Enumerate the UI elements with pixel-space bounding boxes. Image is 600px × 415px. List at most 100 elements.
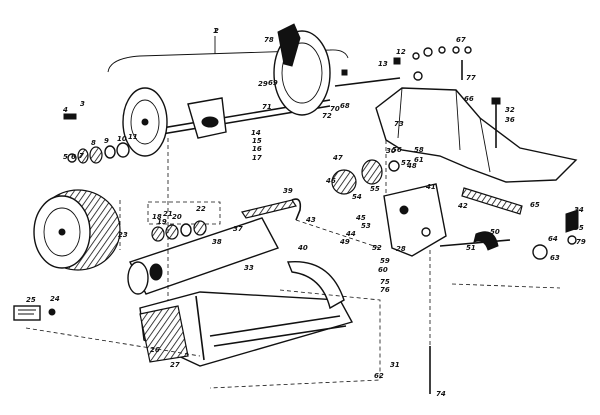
callout-label-53: 53	[361, 222, 371, 230]
callout-label-23: 23	[118, 231, 128, 239]
callout-label-68: 68	[340, 102, 350, 110]
callout-label-40: 40	[298, 244, 308, 252]
callout-label-21: 21	[163, 210, 173, 218]
callout-label-16: 16	[252, 145, 262, 153]
callout-label-38: 38	[212, 238, 222, 246]
callout-label-6: 6	[71, 153, 76, 161]
callout-label-24: 24	[50, 295, 60, 303]
callout-label-7: 7	[79, 152, 84, 160]
callout-label-60: 60	[378, 266, 388, 274]
callout-label-55: 55	[370, 185, 380, 193]
callout-label-42: 42	[458, 202, 468, 210]
callout-label-37: 37	[233, 225, 243, 233]
callout-label-12: 12	[396, 48, 406, 56]
callout-label-51: 51	[466, 244, 476, 252]
callout-label-45: 45	[356, 214, 366, 222]
callout-label-59: 59	[380, 257, 390, 265]
callout-label-3: 3	[80, 100, 85, 108]
callout-label-36: 36	[505, 116, 515, 124]
callout-label-74: 74	[436, 390, 446, 398]
callout-label-65: 65	[530, 201, 540, 209]
callout-label-49: 49	[340, 238, 350, 246]
left-wheel-disc	[122, 87, 168, 157]
assembly-bracket	[107, 36, 349, 73]
callout-label-20: 20	[172, 213, 182, 221]
callout-label-11: 11	[128, 133, 138, 141]
drive-chain-left	[241, 198, 302, 221]
right-housing-cover	[375, 87, 578, 183]
name-plate	[13, 305, 56, 321]
callout-label-76: 76	[380, 286, 390, 294]
callout-label-18: 18	[152, 213, 162, 221]
callout-label-56: 56	[392, 146, 402, 154]
callout-label-48: 48	[407, 162, 417, 170]
gear-cluster-left	[147, 201, 221, 242]
callout-label-46: 46	[326, 177, 336, 185]
callout-label-15: 15	[252, 137, 262, 145]
callout-label-71: 71	[262, 103, 272, 111]
callout-label-73: 73	[394, 120, 404, 128]
callout-label-30: 30	[386, 147, 396, 155]
callout-label-2: 2	[214, 27, 219, 35]
shaft-bracket	[187, 97, 227, 139]
callout-label-78: 78	[264, 36, 274, 44]
callout-label-32: 32	[505, 106, 515, 114]
callout-label-58: 58	[414, 146, 424, 154]
gear-pair	[331, 159, 400, 195]
callout-label-8: 8	[91, 139, 96, 147]
callout-label-61: 61	[414, 156, 424, 164]
callout-label-22: 22	[196, 205, 206, 213]
callout-label-44: 44	[346, 230, 356, 238]
leader-lines	[25, 138, 561, 389]
gear-housing-plate	[383, 183, 447, 257]
callout-label-43: 43	[306, 216, 316, 224]
callout-label-79: 79	[576, 238, 586, 246]
callout-label-17: 17	[252, 154, 262, 162]
callout-label-29: 29	[258, 80, 268, 88]
callout-label-41: 41	[426, 183, 436, 191]
callout-label-31: 31	[390, 361, 400, 369]
callout-label-39: 39	[283, 187, 293, 195]
callout-label-14: 14	[251, 129, 261, 137]
roller-drum	[33, 189, 121, 271]
callout-label-57: 57	[401, 159, 411, 167]
callout-label-5: 5	[63, 153, 68, 161]
callout-label-34: 34	[574, 206, 584, 214]
drive-chain-right	[461, 187, 523, 215]
reel-cylinder	[127, 217, 280, 295]
callout-label-25: 25	[26, 296, 36, 304]
callout-label-52: 52	[372, 244, 382, 252]
callout-label-66: 66	[464, 95, 474, 103]
left-washers	[63, 113, 130, 164]
right-wheel-disc	[273, 23, 331, 116]
top-right-fasteners	[341, 46, 472, 81]
callout-label-64: 64	[548, 235, 558, 243]
callout-label-9: 9	[104, 137, 109, 145]
callout-label-75: 75	[380, 278, 390, 286]
callout-label-26: 26	[150, 346, 160, 354]
callout-label-1: 1	[213, 27, 218, 35]
right-small-parts	[532, 209, 579, 260]
callout-label-19: 19	[157, 218, 167, 226]
callout-label-72: 72	[322, 112, 332, 120]
callout-label-63: 63	[550, 254, 560, 262]
callout-label-27: 27	[170, 361, 180, 369]
callout-label-33: 33	[244, 264, 254, 272]
callout-label-35: 35	[574, 224, 584, 232]
callout-label-4: 4	[63, 106, 68, 114]
callout-label-54: 54	[352, 193, 362, 201]
callout-label-13: 13	[378, 60, 388, 68]
callout-label-28: 28	[396, 245, 406, 253]
callout-label-10: 10	[117, 135, 127, 143]
callout-label-50: 50	[490, 228, 500, 236]
callout-label-77: 77	[466, 74, 476, 82]
right-bolts	[429, 97, 501, 394]
lever-arm	[439, 231, 511, 251]
callout-label-47: 47	[333, 154, 343, 162]
callout-label-62: 62	[374, 372, 384, 380]
callout-label-69: 69	[268, 79, 278, 87]
callout-label-70: 70	[330, 105, 340, 113]
